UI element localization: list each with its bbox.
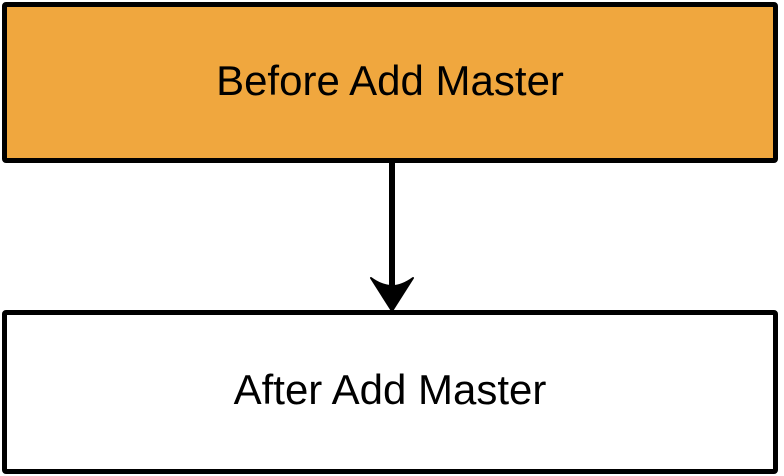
- node-after-add-master: After Add Master: [2, 310, 778, 474]
- node-before-add-master-label: Before Add Master: [216, 56, 564, 104]
- node-after-add-master-label: After Add Master: [233, 366, 547, 413]
- node-before-add-master: Before Add Master: [2, 2, 778, 163]
- arrowhead-icon: [370, 277, 414, 312]
